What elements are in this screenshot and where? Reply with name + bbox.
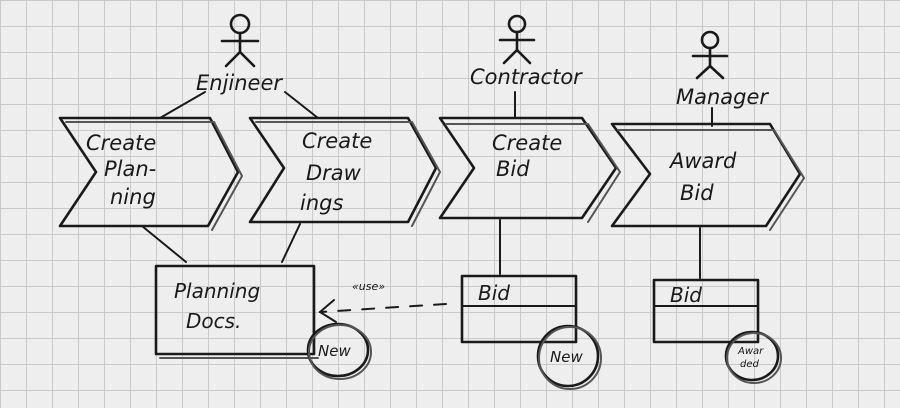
artifact-bid-contractor-label: Bid [478, 281, 510, 305]
state-bid-manager-label-1: Awar [737, 346, 764, 357]
state-bid-contractor: New [536, 324, 602, 390]
artifact-associations [141, 219, 701, 279]
artifact-planning-docs: Planning Docs. [154, 264, 319, 359]
step-create-drawings-label-3: ings [300, 191, 343, 215]
actor-contractor-label: Contractor [470, 65, 583, 89]
step-create-planning: Create Plan- ning [58, 116, 244, 231]
step-create-planning-label-1: Create [86, 131, 156, 155]
state-bid-manager: Awar ded [724, 330, 782, 384]
state-planning-docs-label: New [318, 342, 351, 360]
actor-engineer: Enjineer [196, 13, 283, 95]
state-planning-docs: New [306, 322, 372, 380]
stick-figure-icon [691, 30, 729, 80]
actor-manager: Manager [676, 30, 769, 109]
stick-figure-icon [498, 14, 536, 65]
artifact-planning-docs-label-1: Planning [174, 279, 260, 303]
step-create-bid-label-2: Bid [496, 157, 530, 181]
use-dependency: «use» [318, 280, 447, 323]
step-create-drawings: Create Draw ings [248, 116, 442, 227]
state-bid-manager-label-2: ded [740, 359, 760, 370]
actor-engineer-label: Enjineer [196, 71, 283, 95]
artifact-bid-manager: Bid [652, 278, 760, 344]
artifact-bid-contractor: Bid [460, 274, 578, 344]
stick-figure-icon [220, 13, 260, 68]
step-create-planning-label-2: Plan- [104, 157, 156, 181]
step-create-drawings-label-1: Create [302, 129, 372, 153]
state-bid-contractor-label: New [550, 348, 583, 366]
step-award-bid-label-2: Bid [680, 181, 714, 205]
artifact-bid-manager-label: Bid [670, 283, 702, 307]
step-create-drawings-label-2: Draw [306, 161, 362, 185]
actor-contractor: Contractor [470, 14, 583, 89]
step-create-planning-label-3: ning [110, 185, 156, 209]
actor-associations [159, 91, 713, 127]
step-create-bid-label-1: Create [492, 131, 562, 155]
use-stereotype-label: «use» [352, 280, 385, 293]
step-award-bid-label-1: Award [668, 149, 737, 173]
step-create-bid: Create Bid [438, 116, 622, 223]
artifact-planning-docs-label-2: Docs. [186, 309, 241, 333]
step-award-bid: Award Bid [610, 122, 806, 231]
actor-manager-label: Manager [676, 85, 769, 109]
